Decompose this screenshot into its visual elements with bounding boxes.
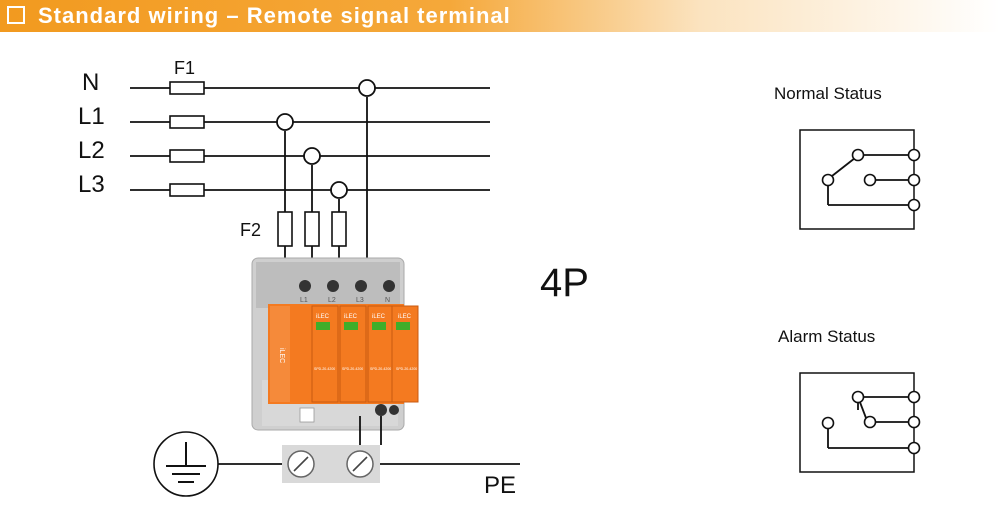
qr-code-icon <box>299 407 315 423</box>
terminal-screw-3 <box>355 280 367 292</box>
pe-label: PE <box>484 472 516 499</box>
module-models: SPD-20-4200 SPD-20-4200 SPD-20-4200 SPD-… <box>314 367 417 371</box>
normal-status-switch-icon <box>799 129 921 230</box>
svg-text:iLEC: iLEC <box>316 314 330 320</box>
spd-device: L1 L2 L3 N iLEC iLEC iLEC iLEC iLEC <box>251 257 419 431</box>
junction-l3 <box>330 181 348 199</box>
pe-screw-1 <box>375 404 387 416</box>
terminal-screw-1 <box>299 280 311 292</box>
label-f2: F2 <box>240 220 261 240</box>
fuse-f2-l2 <box>304 211 320 247</box>
fuse-f2-l3 <box>331 211 347 247</box>
svg-text:iLEC: iLEC <box>372 314 386 320</box>
terminal-label-2: L2 <box>328 297 336 304</box>
junction-n <box>358 79 376 97</box>
junction-l2 <box>303 147 321 165</box>
normal-status-title: Normal Status <box>774 84 882 103</box>
svg-text:iLEC: iLEC <box>344 314 358 320</box>
f1-fuses <box>169 81 205 197</box>
indicator-windows <box>316 322 410 330</box>
terminal-label-3: L3 <box>356 297 364 304</box>
banner-title: Standard wiring – Remote signal terminal <box>38 3 511 28</box>
fuse-f1-l3 <box>169 183 205 197</box>
device-side-brand: iLEC <box>278 348 285 363</box>
terminal-screw-4 <box>383 280 395 292</box>
svg-text:SPD-20-4200: SPD-20-4200 <box>370 367 391 371</box>
label-n: N <box>82 69 99 96</box>
svg-text:iLEC: iLEC <box>398 314 412 320</box>
junction-circles <box>276 79 376 199</box>
label-l2: L2 <box>78 137 105 164</box>
label-f1: F1 <box>174 58 195 78</box>
junction-l1 <box>276 113 294 131</box>
fuse-f1-l1 <box>169 115 205 129</box>
terminal-screw-2 <box>327 280 339 292</box>
alarm-status-switch-icon <box>799 372 921 473</box>
fuse-f2-l1 <box>277 211 293 247</box>
pe-screw-2 <box>389 405 399 415</box>
svg-text:SPD-20-4200: SPD-20-4200 <box>396 367 417 371</box>
label-l3: L3 <box>78 171 105 198</box>
section-banner: Standard wiring – Remote signal terminal <box>0 0 1000 32</box>
module-brands: iLEC iLEC iLEC iLEC <box>316 314 412 320</box>
fuse-f1-n <box>169 81 205 95</box>
terminal-label-1: L1 <box>300 297 308 304</box>
alarm-status-title: Alarm Status <box>778 327 875 346</box>
label-l1: L1 <box>78 103 105 130</box>
bus-lines <box>130 87 490 191</box>
banner-square-icon <box>7 6 25 24</box>
pole-count-label: 4P <box>540 261 589 305</box>
f2-fuses <box>277 211 347 247</box>
earth-section: PE <box>153 416 520 499</box>
spd-modules <box>311 305 419 403</box>
svg-text:SPD-20-4200: SPD-20-4200 <box>314 367 335 371</box>
fuse-f1-l2 <box>169 149 205 163</box>
svg-text:SPD-20-4200: SPD-20-4200 <box>342 367 363 371</box>
terminal-label-4: N <box>385 297 390 304</box>
